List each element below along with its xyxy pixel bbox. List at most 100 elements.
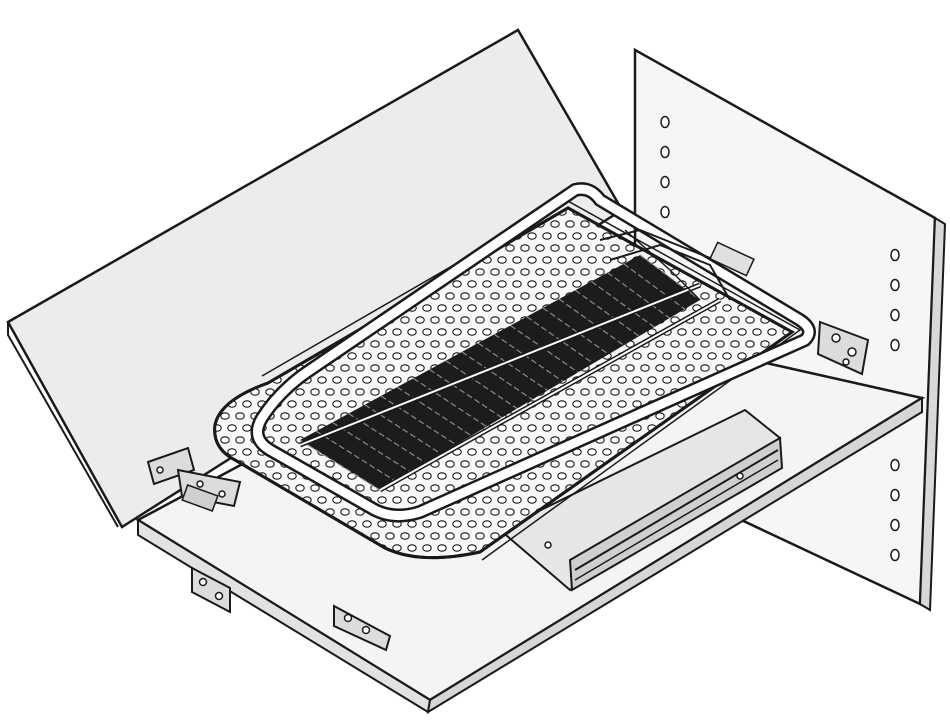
board-slot-rib — [380, 395, 457, 446]
board-perforation — [467, 280, 477, 288]
board-perforation — [475, 532, 485, 540]
board-perforation — [580, 388, 590, 396]
board-perforation — [632, 376, 642, 384]
board-perforation — [767, 328, 777, 336]
board-perforation — [325, 412, 335, 420]
board-perforation — [580, 460, 590, 468]
board-slot-rib — [639, 254, 701, 301]
board-slot-rib — [429, 369, 503, 419]
board-perforation — [422, 352, 432, 360]
board-perforation — [467, 304, 477, 312]
board-perforation — [220, 412, 230, 420]
board-perforation — [377, 520, 387, 528]
mounting-bracket-front-right — [333, 604, 392, 652]
board-perforation — [512, 280, 522, 288]
board-perforation — [445, 460, 455, 468]
board-perforation — [527, 232, 537, 240]
board-perforation — [437, 352, 447, 360]
shelf-pin-hole — [890, 548, 900, 562]
board-perforation — [445, 340, 455, 348]
board-perforation — [302, 424, 312, 432]
board-perforation — [625, 364, 635, 372]
board-perforation — [527, 280, 537, 288]
board-perforation — [310, 460, 320, 468]
board-perforation — [422, 328, 432, 336]
board-perforation — [482, 328, 492, 336]
board-perforation — [295, 388, 305, 396]
board-perforation — [557, 280, 567, 288]
board-perforation — [340, 508, 350, 516]
board-perforation — [655, 364, 665, 372]
board-perforation — [572, 232, 582, 240]
shelf-pin-hole — [890, 338, 900, 352]
board-perforation — [685, 340, 695, 348]
board-perforation — [242, 424, 252, 432]
board-perforation — [670, 340, 680, 348]
shelf-pin-hole — [660, 175, 670, 189]
board-perforation — [640, 388, 650, 396]
board-perforation — [362, 376, 372, 384]
board-perforation — [550, 220, 560, 228]
shelf-pin-hole — [890, 488, 900, 502]
board-perforation — [227, 448, 237, 456]
board-perforation — [625, 244, 635, 252]
board-perforation — [422, 544, 432, 552]
board-perforation — [220, 436, 230, 444]
board-perforation — [722, 304, 732, 312]
board-perforation — [580, 412, 590, 420]
board-perforation — [295, 484, 305, 492]
board-perforation — [647, 352, 657, 360]
shelf-pin-hole — [890, 278, 900, 292]
board-perforation — [317, 496, 327, 504]
board-perforation — [557, 256, 567, 264]
board-perforation — [520, 412, 530, 420]
board-perforation — [707, 544, 717, 552]
board-perforation — [542, 424, 552, 432]
board-slot-rib — [315, 430, 396, 482]
board-perforation — [535, 292, 545, 300]
board-perforation — [415, 484, 425, 492]
board-perforation — [572, 472, 582, 480]
board-perforation — [497, 496, 507, 504]
board-perforation — [467, 328, 477, 336]
board-perforation — [475, 292, 485, 300]
board-perforation — [565, 412, 575, 420]
shelf-pin-hole — [660, 205, 670, 219]
board-perforation — [715, 340, 725, 348]
board-perforation — [452, 544, 462, 552]
board-perforation — [595, 388, 605, 396]
board-perforation — [272, 472, 282, 480]
board-perforation — [415, 340, 425, 348]
board-perforation — [475, 460, 485, 468]
board-slot-rib — [607, 272, 670, 319]
board-perforation — [700, 364, 710, 372]
board-perforation — [565, 220, 575, 228]
board-perforation — [550, 268, 560, 276]
board-perforation — [370, 532, 380, 540]
board-frame — [250, 182, 816, 523]
board-perforation — [647, 376, 657, 384]
board-perforation — [482, 496, 492, 504]
board-perforation — [355, 364, 365, 372]
board-slot-rib — [493, 333, 564, 382]
board-perforation — [572, 256, 582, 264]
board-perforation — [535, 412, 545, 420]
board-perforation — [512, 304, 522, 312]
board-perforation — [452, 304, 462, 312]
board-perforation — [625, 436, 635, 444]
board-perforation — [475, 268, 485, 276]
board-perforation — [407, 352, 417, 360]
shelf-pin-hole — [660, 115, 670, 129]
board-perforation — [535, 436, 545, 444]
board-perforation — [310, 412, 320, 420]
board-perforation — [632, 424, 642, 432]
board-perforation — [782, 544, 792, 552]
board-perforation — [437, 544, 447, 552]
board-perforation — [347, 376, 357, 384]
board-perforation — [407, 544, 417, 552]
board-perforation — [745, 340, 755, 348]
board-perforation — [520, 268, 530, 276]
board-perforation — [355, 388, 365, 396]
shelf-pin-hole — [890, 248, 900, 262]
